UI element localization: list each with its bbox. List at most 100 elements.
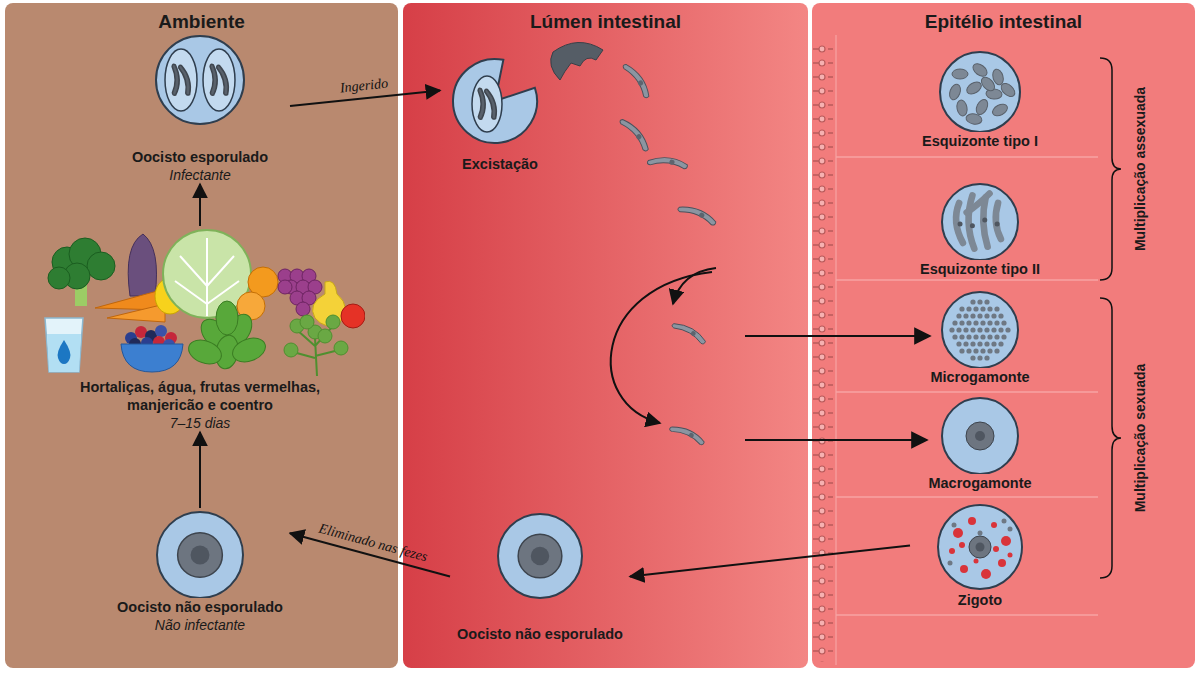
oocyst-core xyxy=(191,546,210,565)
merozoite xyxy=(967,194,990,213)
cell-outline xyxy=(942,184,1018,260)
sporozoite-body xyxy=(216,64,230,96)
node-shape xyxy=(910,396,1050,474)
environment-panel: AmbienteOocisto esporuladoInfectanteHort… xyxy=(5,3,398,668)
node-label: Macrogamonte xyxy=(910,474,1050,492)
microgamete xyxy=(987,320,992,325)
coriander-stems xyxy=(293,326,339,376)
node-label: Oocisto esporulado xyxy=(110,148,290,166)
cell-outline xyxy=(498,514,582,598)
microgamete xyxy=(984,341,989,346)
wall-forming-body xyxy=(993,546,999,552)
basil-leaf xyxy=(216,301,238,335)
node-note: 7–15 dias xyxy=(35,414,365,432)
microgamete xyxy=(952,334,957,339)
microgamete xyxy=(966,348,971,353)
schizont-type-2: Esquizonte tipo II xyxy=(910,180,1050,278)
panel-heading: Ambiente xyxy=(5,3,398,33)
microgamete xyxy=(959,348,964,353)
microgamete xyxy=(977,313,982,318)
food-sources: Hortaliças, água, frutas vermelhas, manj… xyxy=(35,226,365,432)
microgamete xyxy=(970,299,975,304)
panel-heading: Lúmen intestinal xyxy=(403,3,808,33)
node-label: Zigoto xyxy=(910,591,1050,609)
node-note: Não infectante xyxy=(110,616,290,634)
unsporulated-oocyst: Oocisto não esporuladoNão infectante xyxy=(110,508,290,634)
merozoite xyxy=(956,203,963,243)
node-label: Excistação xyxy=(440,155,560,173)
node-label: Esquizonte tipo II xyxy=(910,260,1050,278)
basil-leaf xyxy=(229,334,268,366)
cell-outline xyxy=(940,52,1020,132)
microgamete xyxy=(973,306,978,311)
merozoite xyxy=(956,99,969,117)
microgamete xyxy=(959,320,964,325)
cell-outline xyxy=(938,505,1022,589)
microgamete xyxy=(973,320,978,325)
node-shape xyxy=(110,508,290,598)
glass xyxy=(45,318,83,372)
node-shape xyxy=(910,290,1050,368)
merozoite xyxy=(965,113,982,126)
microgamete xyxy=(963,327,968,332)
cell-outline xyxy=(942,398,1018,474)
node-shape xyxy=(35,226,365,378)
wall-forming-body xyxy=(959,542,965,548)
sporozoite-body xyxy=(484,88,498,120)
node-shape xyxy=(910,50,1050,132)
panel-heading: Epitélio intestinal xyxy=(812,3,1195,33)
coriander-leaf xyxy=(284,343,298,357)
merozoite-nucleus xyxy=(995,221,1000,226)
node-shape xyxy=(440,55,560,155)
unsporulated-oocyst: Oocisto não esporulado xyxy=(450,510,630,643)
nucleolus xyxy=(975,431,985,441)
microgamete xyxy=(970,341,975,346)
microgamete xyxy=(980,334,985,339)
phase-label: Multiplicação assexuada xyxy=(1132,87,1148,251)
cell-outline xyxy=(156,36,244,124)
microgamete xyxy=(991,341,996,346)
microgamete xyxy=(1005,327,1010,332)
microgamete xyxy=(956,327,961,332)
node-label: Microgamonte xyxy=(910,368,1050,386)
wall-forming-body xyxy=(960,565,968,573)
oocyst-core xyxy=(531,547,549,565)
sporocyst xyxy=(472,76,502,132)
wall-forming-body xyxy=(981,569,991,579)
microgamete xyxy=(987,348,992,353)
microgamete xyxy=(991,327,996,332)
microgamete xyxy=(963,341,968,346)
merozoite xyxy=(952,69,968,79)
microgamete xyxy=(984,313,989,318)
merozoite xyxy=(996,203,1001,239)
node-label: Oocisto não esporulado xyxy=(450,625,630,643)
microgamete xyxy=(994,348,999,353)
node-note: Infectante xyxy=(110,166,290,184)
merozoite xyxy=(947,83,962,102)
sporozoite xyxy=(484,88,498,120)
carrot xyxy=(107,304,165,322)
merozoite xyxy=(974,98,990,117)
granule xyxy=(952,523,957,528)
microgamete xyxy=(998,327,1003,332)
merozoite xyxy=(971,61,990,79)
microgamete xyxy=(980,320,985,325)
microgamete xyxy=(994,334,999,339)
node-label: Hortaliças, água, frutas vermelhas, manj… xyxy=(50,378,350,414)
broccoli-floret xyxy=(48,267,70,289)
microgamete xyxy=(966,306,971,311)
schizont-type-1: Esquizonte tipo I xyxy=(910,50,1050,150)
sporozoite xyxy=(178,64,192,96)
macrogamont: Macrogamonte xyxy=(910,396,1050,492)
oocyst-content xyxy=(178,533,223,578)
microgamete xyxy=(959,334,964,339)
coriander-leaf xyxy=(326,315,340,329)
granule xyxy=(978,531,983,536)
microgamont: Microgamonte xyxy=(910,290,1050,386)
microgamete xyxy=(952,320,957,325)
granule xyxy=(948,561,953,566)
coriander-leaf xyxy=(300,315,314,329)
lumen-panel: Lúmen intestinalExcistaçãoOocisto não es… xyxy=(403,3,808,668)
wall-forming-body xyxy=(1001,536,1011,546)
